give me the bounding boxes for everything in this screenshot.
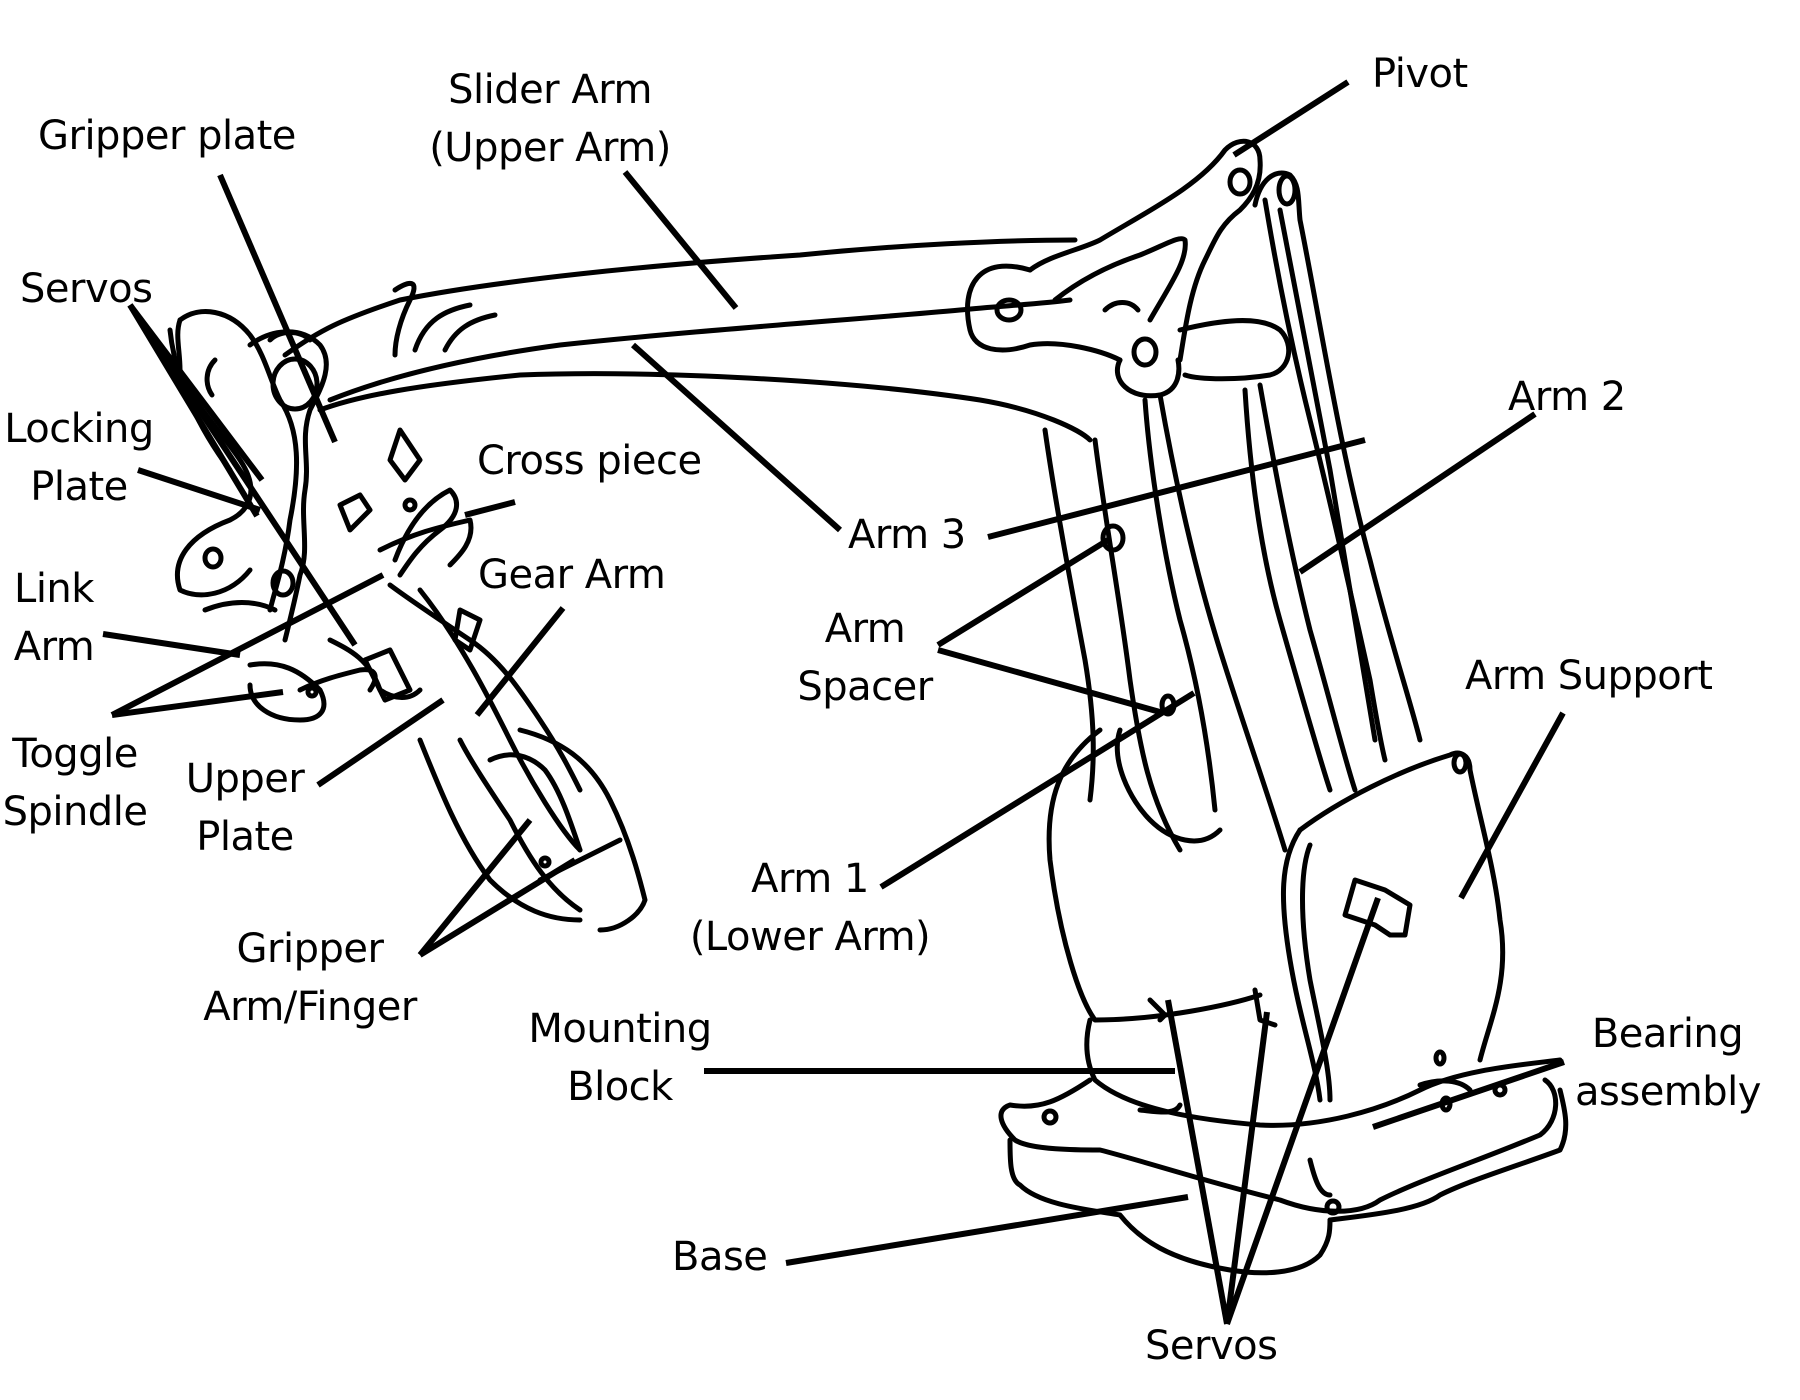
label-mounting-block-line1: Mounting bbox=[528, 1006, 712, 1052]
label-arm-spacer-line2: Spacer bbox=[797, 664, 933, 710]
label-pivot-text: Pivot bbox=[1372, 51, 1468, 97]
label-base: Base bbox=[672, 1228, 768, 1286]
label-arm3: Arm 3 bbox=[848, 506, 966, 564]
label-arm1-line1: Arm 1 bbox=[751, 856, 869, 902]
leader-toggle-spindle-2 bbox=[111, 689, 284, 718]
slider-arm-shape bbox=[282, 237, 1093, 443]
leader-gripper-plate bbox=[217, 173, 338, 444]
arm2-shape bbox=[1252, 170, 1423, 763]
label-gripper-finger-line1: Gripper bbox=[236, 926, 384, 972]
leader-pivot bbox=[1232, 79, 1350, 158]
label-servos-top: Servos bbox=[20, 260, 153, 318]
label-servos-bottom: Servos bbox=[1145, 1317, 1278, 1375]
label-arm3-text: Arm 3 bbox=[848, 512, 966, 558]
leader-bearing-assembly bbox=[1372, 1059, 1565, 1130]
leader-locking-plate bbox=[137, 467, 261, 513]
label-arm2-text: Arm 2 bbox=[1508, 374, 1626, 420]
label-arm2: Arm 2 bbox=[1508, 368, 1626, 426]
label-locking-plate-line1: Locking bbox=[4, 406, 154, 452]
label-base-text: Base bbox=[672, 1234, 768, 1280]
leader-arm-spacer-2 bbox=[937, 647, 1161, 715]
leader-servos-bottom-1 bbox=[1165, 999, 1230, 1325]
leader-lines bbox=[102, 79, 1566, 1326]
label-arm-spacer-line1: Arm bbox=[824, 606, 906, 652]
robot-arm-drawing bbox=[167, 138, 1569, 1276]
gripper-finger-shape bbox=[247, 487, 648, 933]
label-gripper-finger: Gripper Arm/Finger bbox=[195, 920, 425, 1036]
label-mounting-block: Mounting Block bbox=[510, 1000, 730, 1116]
label-cross-piece-text: Cross piece bbox=[477, 438, 702, 484]
leader-arm1 bbox=[879, 690, 1196, 890]
base-shape bbox=[998, 987, 1569, 1276]
label-link-arm: Link Arm bbox=[4, 560, 104, 676]
leader-arm2 bbox=[1298, 411, 1537, 575]
label-toggle-spindle-line1: Toggle bbox=[12, 731, 138, 777]
leader-slider-arm bbox=[622, 170, 739, 310]
label-slider-arm-line1: Slider Arm bbox=[448, 67, 652, 113]
leader-arm-spacer-1 bbox=[936, 537, 1110, 648]
label-locking-plate: Locking Plate bbox=[4, 400, 154, 516]
pivot-shape bbox=[965, 138, 1292, 399]
label-slider-arm: Slider Arm (Upper Arm) bbox=[420, 61, 680, 177]
leader-toggle-spindle-1 bbox=[110, 572, 385, 718]
label-link-arm-line2: Arm bbox=[13, 624, 95, 670]
leader-upper-plate bbox=[316, 697, 445, 788]
leader-servos-bottom-3 bbox=[1224, 896, 1381, 1326]
gripper-assembly-shape bbox=[167, 309, 423, 643]
leader-arm3-left bbox=[631, 342, 842, 533]
leader-servos-bottom-2 bbox=[1224, 1011, 1270, 1325]
label-link-arm-line1: Link bbox=[14, 566, 94, 612]
label-toggle-spindle-line2: Spindle bbox=[2, 789, 148, 835]
label-arm-support: Arm Support bbox=[1465, 647, 1713, 705]
label-arm1: Arm 1 (Lower Arm) bbox=[680, 850, 940, 966]
arm-support-shape bbox=[1046, 727, 1506, 1103]
leader-gripper-finger-2 bbox=[418, 857, 577, 958]
leader-base bbox=[785, 1194, 1189, 1266]
label-slider-arm-line2: (Upper Arm) bbox=[429, 125, 671, 171]
label-servos-top-text: Servos bbox=[20, 266, 153, 312]
label-gripper-finger-line2: Arm/Finger bbox=[203, 984, 417, 1030]
label-bearing-assembly: Bearing assembly bbox=[1575, 1005, 1761, 1121]
leader-arm-support bbox=[1458, 711, 1566, 900]
label-locking-plate-line2: Plate bbox=[30, 464, 128, 510]
label-mounting-block-line2: Block bbox=[567, 1064, 673, 1110]
leader-arm3-right bbox=[987, 437, 1366, 540]
label-gripper-plate: Gripper plate bbox=[38, 107, 296, 165]
label-arm-spacer: Arm Spacer bbox=[790, 600, 940, 716]
label-upper-plate: Upper Plate bbox=[180, 750, 310, 866]
label-arm1-line2: (Lower Arm) bbox=[689, 914, 931, 960]
leader-gripper-finger-1 bbox=[417, 818, 533, 957]
label-gear-arm: Gear Arm bbox=[478, 546, 666, 604]
label-upper-plate-line2: Plate bbox=[196, 814, 294, 860]
label-toggle-spindle: Toggle Spindle bbox=[0, 725, 150, 841]
label-upper-plate-line1: Upper bbox=[185, 756, 305, 802]
label-bearing-assembly-line2: assembly bbox=[1575, 1069, 1761, 1115]
label-cross-piece: Cross piece bbox=[477, 432, 702, 490]
label-arm-support-text: Arm Support bbox=[1465, 653, 1713, 699]
leader-link-arm bbox=[102, 631, 241, 658]
leader-cross-piece bbox=[464, 499, 516, 518]
leader-servos-top-3 bbox=[127, 303, 358, 647]
label-gear-arm-text: Gear Arm bbox=[478, 552, 666, 598]
label-servos-bottom-text: Servos bbox=[1145, 1323, 1278, 1369]
label-gripper-plate-text: Gripper plate bbox=[38, 113, 296, 159]
label-bearing-assembly-line1: Bearing bbox=[1591, 1011, 1744, 1057]
label-pivot: Pivot bbox=[1372, 45, 1468, 103]
leader-gear-arm bbox=[474, 606, 566, 717]
